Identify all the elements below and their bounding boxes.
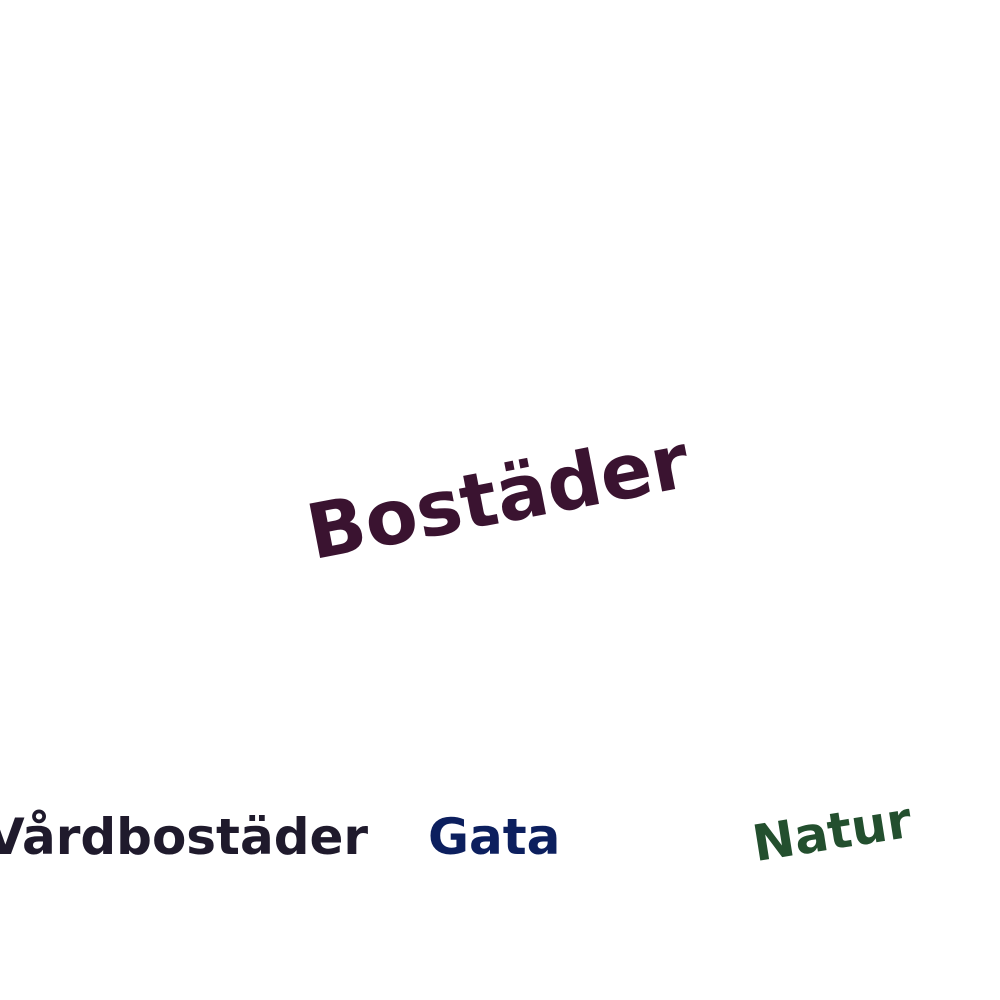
label-vardbostader: Vårdbostäder [0,808,369,866]
label-natur: Natur [748,790,916,874]
label-bostader: Bostäder [299,415,697,578]
label-gata: Gata [428,808,561,866]
